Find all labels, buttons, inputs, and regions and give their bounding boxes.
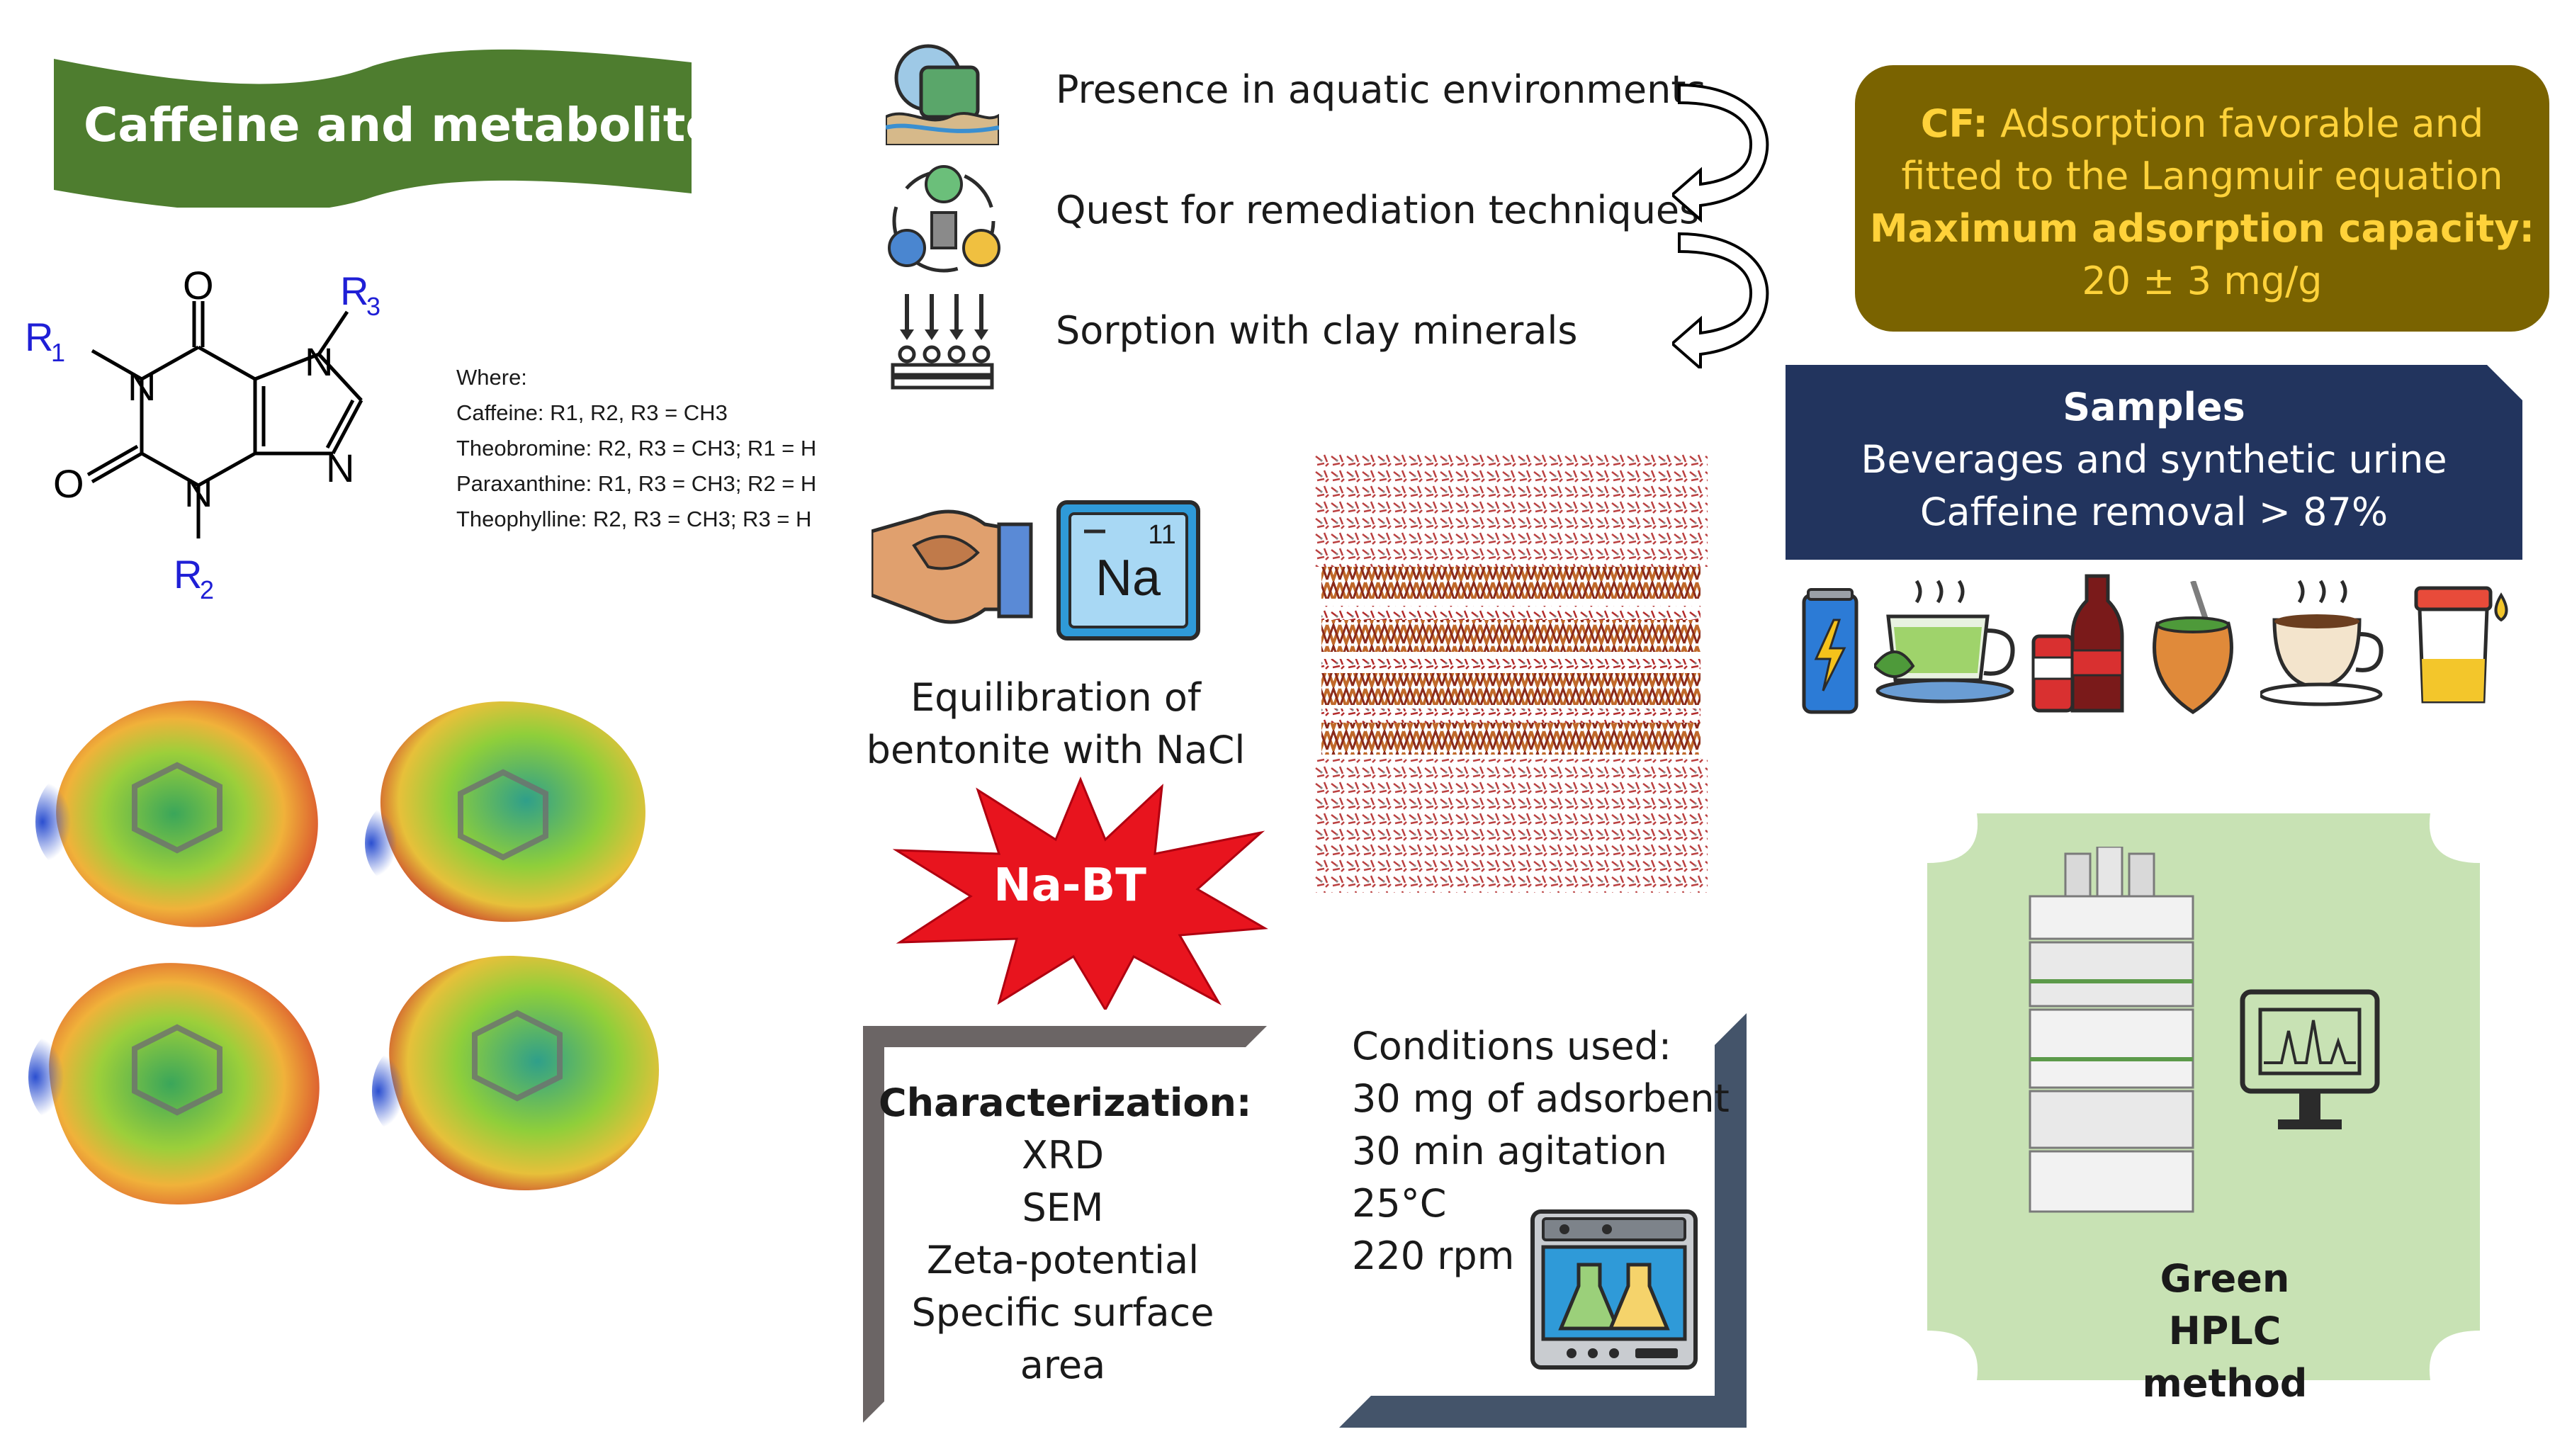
samples-line-1: Beverages and synthetic urine	[1861, 437, 2447, 482]
hplc-caption: Green HPLC method	[2097, 1253, 2352, 1410]
recycle-remediation-icon	[888, 165, 1000, 273]
label-r1-sub: 1	[51, 338, 65, 367]
title-banner-label: Caffeine and metabolites	[84, 98, 745, 152]
tea-cup-icon	[1874, 580, 2015, 704]
element-symbol: Na	[1095, 550, 1161, 606]
equilibration-line-1: Equilibration of	[910, 675, 1201, 720]
urine-sample-cup-icon	[2414, 586, 2508, 704]
equilibration-line-2: bentonite with NaCl	[866, 728, 1246, 772]
hplc-line-1: Green HPLC	[2160, 1256, 2290, 1353]
condition-agitation: 30 min agitation	[1352, 1129, 1667, 1173]
chromatogram-monitor-icon	[2240, 989, 2380, 1129]
sodium-element-tile: 11 Na	[1056, 500, 1200, 640]
samples-title: Samples	[2063, 385, 2245, 429]
atom-n9: N	[326, 446, 354, 490]
energy-drink-can-icon	[1802, 588, 1859, 714]
cf-line-3: Maximum adsorption capacity:	[1869, 206, 2535, 251]
characterization-list: Characterization: XRD SEM Zeta-potential…	[879, 1077, 1252, 1392]
where-line-paraxanthine: Paraxanthine: R1, R3 = CH3; R2 = H	[456, 471, 817, 496]
soda-bottle-icon	[2031, 574, 2124, 713]
characterization-zeta: Zeta-potential	[926, 1238, 1200, 1282]
coffee-cup-icon	[2260, 580, 2384, 706]
cf-summary-text: CF: Adsorption favorable and fitted to t…	[1855, 98, 2549, 307]
sorption-filter-icon	[891, 294, 994, 390]
esp-maps	[28, 700, 659, 1204]
characterization-title: Characterization:	[879, 1080, 1252, 1125]
label-r3-sub: 3	[366, 292, 380, 321]
mate-gourd-icon	[2153, 581, 2233, 714]
condition-adsorbent: 30 mg of adsorbent	[1352, 1076, 1730, 1121]
label-r1: R	[25, 315, 53, 359]
atom-o-top: O	[183, 263, 214, 307]
conditions-title: Conditions used:	[1352, 1024, 1672, 1068]
cf-line-1: CF: Adsorption favorable and	[1855, 98, 2549, 150]
na-bt-label: Na-BT	[993, 859, 1146, 912]
label-r3: R	[340, 269, 368, 313]
esp-map-paraxanthine	[28, 963, 320, 1204]
characterization-sem: SEM	[1022, 1185, 1104, 1230]
flow-item-sorption: Sorption with clay minerals	[1056, 308, 1578, 353]
atom-n3: N	[184, 470, 213, 515]
where-line-theobromine: Theobromine: R2, R3 = CH3; R1 = H	[456, 436, 817, 461]
na-bt-starburst	[893, 777, 1268, 1010]
hplc-instrument-icon	[2029, 847, 2194, 1213]
samples-box	[1786, 365, 2522, 560]
condition-temperature: 25°C	[1352, 1181, 1447, 1226]
samples-text: Samples Beverages and synthetic urine Ca…	[1786, 381, 2522, 538]
cf-label: CF:	[1920, 101, 1988, 146]
where-heading: Where:	[456, 365, 527, 390]
cf-line-4: 20 ± 3 mg/g	[2082, 259, 2323, 303]
atom-n7: N	[305, 339, 333, 384]
shaker-incubator-icon	[1530, 1209, 1698, 1370]
where-legend: Where: Caffeine: R1, R2, R3 = CH3 Theobr…	[456, 360, 816, 537]
conditions-list: Conditions used: 30 mg of adsorbent 30 m…	[1352, 1020, 1730, 1282]
esp-map-caffeine	[35, 700, 318, 927]
label-r2: R	[174, 552, 202, 597]
esp-map-theobromine	[365, 701, 645, 922]
samples-line-2: Caffeine removal > 87%	[1919, 490, 2388, 534]
atom-n1: N	[128, 364, 156, 409]
label-r2-sub: 2	[200, 575, 214, 604]
cf-line-2: fitted to the Langmuir equation	[1901, 154, 2503, 198]
atom-o-left: O	[53, 461, 84, 506]
title-banner	[54, 49, 692, 208]
cf-summary-box	[1855, 65, 2549, 332]
flow-item-remediation: Quest for remediation techniques	[1056, 188, 1700, 232]
where-line-theophylline: Theophylline: R2, R3 = CH3; R3 = H	[456, 507, 812, 531]
equilibration-caption: Equilibration of bentonite with NaCl	[854, 672, 1258, 777]
esp-map-theophylline	[372, 956, 659, 1190]
hplc-line-2: method	[2142, 1361, 2308, 1406]
curved-arrows	[1672, 83, 1769, 368]
condition-rpm: 220 rpm	[1352, 1234, 1515, 1278]
element-number: 11	[1148, 520, 1175, 550]
cf-line-1-rest: Adsorption favorable and	[1987, 101, 2484, 146]
xanthine-structure: O O N N N N R 1 R 2 R 3	[25, 263, 380, 604]
characterization-surface: Specific surface	[911, 1290, 1214, 1335]
bentonite-layer-model	[1314, 453, 1708, 893]
water-pollution-icon	[886, 44, 999, 145]
characterization-area: area	[1020, 1343, 1106, 1387]
handshake-icon	[872, 509, 1033, 624]
characterization-xrd: XRD	[1021, 1133, 1105, 1178]
where-line-caffeine: Caffeine: R1, R2, R3 = CH3	[456, 400, 728, 425]
flow-item-aquatic: Presence in aquatic environments	[1056, 67, 1706, 112]
